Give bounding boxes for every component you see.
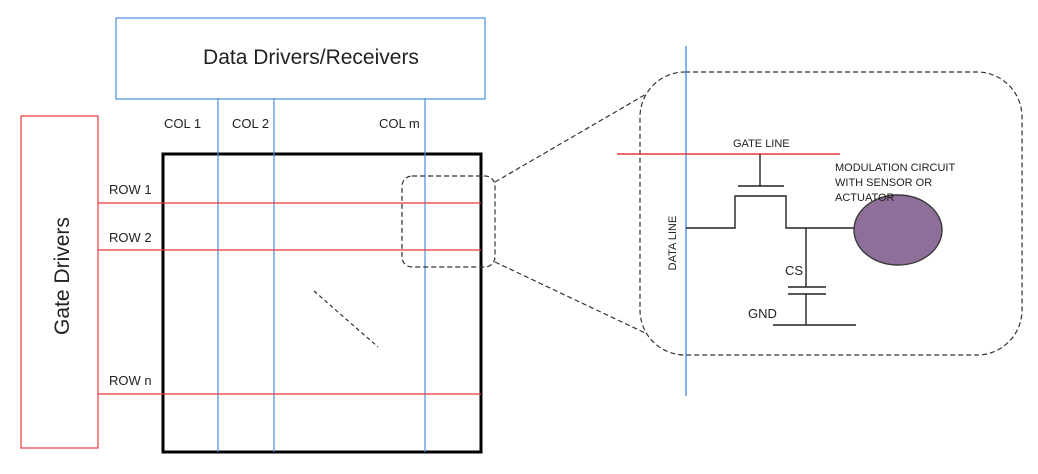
- zoom-region: [401, 175, 496, 268]
- detail-data-line-label: DATA LINE: [667, 216, 679, 271]
- storage-capacitor: [773, 228, 856, 326]
- gate-drivers-label: Gate Drivers: [51, 217, 74, 335]
- modulation-label-line-2: WITH SENSOR OR: [835, 177, 932, 189]
- sensor-actuator-element: [853, 194, 943, 266]
- array-ellipsis: [313, 290, 379, 348]
- detail-gate-line-label: GATE LINE: [733, 138, 790, 150]
- data-drivers-label: Data Drivers/Receivers: [203, 46, 419, 69]
- column-label-m: COL m: [379, 116, 420, 131]
- pixel-array: [161, 152, 483, 454]
- gnd-label: GND: [748, 306, 777, 321]
- zoom-connector-top: [494, 85, 661, 183]
- row-label-1: ROW 1: [109, 182, 152, 197]
- column-label-1: COL 1: [164, 116, 201, 131]
- row-label-2: ROW 2: [109, 230, 152, 245]
- gate-drivers-box: [20, 115, 99, 449]
- zoom-connector-bottom: [494, 261, 661, 341]
- modulation-label-line-3: ACTUATOR: [835, 192, 895, 204]
- cs-label: CS: [785, 263, 803, 278]
- modulation-label-line-1: MODULATION CIRCUIT: [835, 162, 955, 174]
- tft-transistor: [686, 154, 854, 229]
- data-drivers-box: [115, 17, 486, 100]
- column-label-2: COL 2: [232, 116, 269, 131]
- row-label-n: ROW n: [109, 373, 152, 388]
- pixel-detail-callout: [639, 71, 1023, 356]
